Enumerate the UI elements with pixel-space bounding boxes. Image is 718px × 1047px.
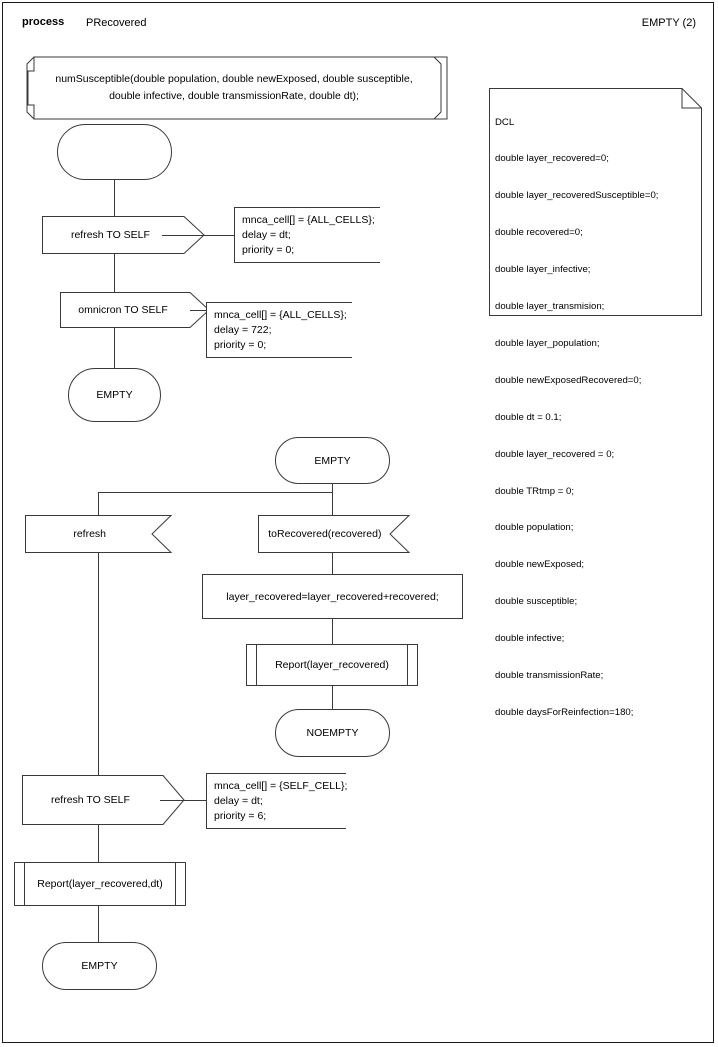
pcall-left-bar <box>256 645 257 685</box>
connector-line <box>98 492 99 515</box>
connector-line <box>332 686 333 709</box>
comment-line: delay = dt; <box>214 795 263 807</box>
connector-line <box>114 328 115 368</box>
connector-line <box>332 553 333 574</box>
comment-omnicron: mnca_cell[] = {ALL_CELLS}; delay = 722; … <box>206 302 352 358</box>
dcl-line: double layer_recovered=0; <box>495 153 609 165</box>
input-torecovered: toRecovered(recovered) <box>258 515 410 553</box>
pcall-right-bar <box>175 863 176 905</box>
procedure-call-report-dt: Report(layer_recovered,dt) <box>14 862 186 906</box>
connector-line-long <box>98 553 99 775</box>
comment-line: mnca_cell[] = {ALL_CELLS}; <box>214 309 347 321</box>
comment-refresh: mnca_cell[] = {ALL_CELLS}; delay = dt; p… <box>234 207 380 263</box>
dcl-line: double susceptible; <box>495 596 578 608</box>
comment-line: priority = 0; <box>242 244 295 256</box>
state-empty-2: EMPTY <box>275 437 390 484</box>
connector-line <box>114 254 115 292</box>
process-name: PRecovered <box>86 17 147 29</box>
procedure-call-report: Report(layer_recovered) <box>246 644 418 686</box>
dcl-line: double layer_recoveredSusceptible=0; <box>495 190 659 202</box>
dcl-text: DCL double layer_recovered=0; double lay… <box>489 88 702 748</box>
dcl-line: double daysForReinfection=180; <box>495 706 634 718</box>
connector-line <box>332 484 333 492</box>
comment-refresh-self: mnca_cell[] = {SELF_CELL}; delay = dt; p… <box>206 773 348 829</box>
dcl-line: double infective; <box>495 633 565 645</box>
state-empty-1: EMPTY <box>68 368 161 422</box>
dcl-line: double layer_transmision; <box>495 301 605 313</box>
comment-line: priority = 0; <box>214 339 267 351</box>
dcl-line: double newExposed; <box>495 559 585 571</box>
process-keyword: process <box>22 16 65 28</box>
state-empty-final: EMPTY <box>42 942 157 990</box>
comment-connector <box>160 800 206 801</box>
process-signature-symbol: numSusceptible(double population, double… <box>20 56 448 120</box>
dcl-line: double newExposedRecovered=0; <box>495 374 642 386</box>
connector-line <box>332 492 333 515</box>
pcall-right-bar <box>407 645 408 685</box>
dcl-line: double layer_recovered = 0; <box>495 448 615 460</box>
comment-connector <box>162 235 234 236</box>
dcl-line: double recovered=0; <box>495 227 583 239</box>
dcl-declaration-note: DCL double layer_recovered=0; double lay… <box>489 88 702 718</box>
comment-line: mnca_cell[] = {ALL_CELLS}; <box>242 214 375 226</box>
comment-line: priority = 6; <box>214 810 267 822</box>
state-start <box>57 124 172 180</box>
branch-line <box>98 492 333 493</box>
connector-line <box>114 180 115 216</box>
dcl-line: double dt = 0.1; <box>495 411 562 423</box>
comment-line: delay = dt; <box>242 229 291 241</box>
procedure-call-report-label: Report(layer_recovered) <box>275 659 389 671</box>
state-count-label: EMPTY (2) <box>641 17 696 29</box>
comment-line: mnca_cell[] = {SELF_CELL}; <box>214 780 348 792</box>
pcall-left-bar <box>24 863 25 905</box>
connector-line <box>332 619 333 644</box>
dcl-line: double transmissionRate; <box>495 669 604 681</box>
dcl-line: double layer_population; <box>495 337 600 349</box>
dcl-line: double TRtmp = 0; <box>495 485 575 497</box>
dcl-line: double population; <box>495 522 574 534</box>
connector-line <box>98 825 99 862</box>
task-assign-layer-recovered: layer_recovered=layer_recovered+recovere… <box>202 574 463 619</box>
dcl-title: DCL <box>495 116 515 128</box>
input-refresh: refresh <box>25 515 172 553</box>
connector-line <box>98 906 99 942</box>
comment-line: delay = 722; <box>214 324 272 336</box>
dcl-line: double layer_infective; <box>495 264 591 276</box>
output-omnicron-to-self: omnicron TO SELF <box>60 292 210 328</box>
comment-connector <box>190 310 206 311</box>
state-noempty: NOEMPTY <box>275 709 390 757</box>
procedure-call-report-dt-label: Report(layer_recovered,dt) <box>37 878 163 890</box>
